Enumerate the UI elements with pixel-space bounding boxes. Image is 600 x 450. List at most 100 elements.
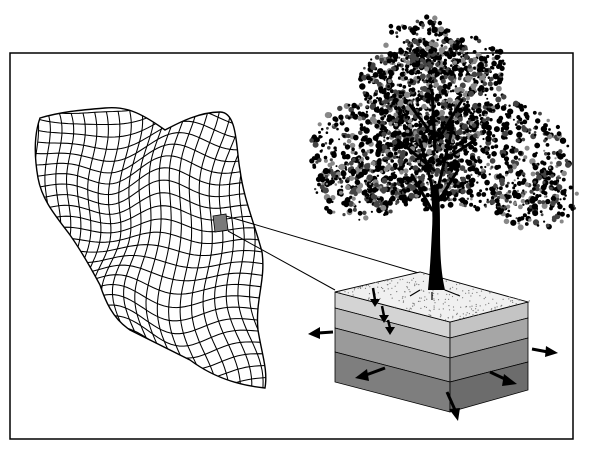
leaf-cluster (494, 49, 500, 54)
leaf-cluster (399, 152, 406, 159)
leaf-cluster (434, 32, 438, 37)
leaf-cluster (457, 51, 462, 56)
leaf-cluster (370, 64, 376, 71)
leaf-cluster (343, 200, 346, 204)
leaf-cluster (394, 126, 398, 130)
leaf-cluster (438, 46, 445, 54)
surface-grain (508, 305, 511, 307)
leaf-cluster (415, 32, 419, 36)
leaf-cluster (325, 178, 330, 183)
leaf-cluster (466, 100, 469, 104)
leaf-cluster (361, 148, 366, 153)
leaf-cluster (509, 214, 512, 217)
leaf-cluster (416, 159, 421, 164)
leaf-cluster (428, 187, 432, 191)
leaf-cluster (522, 213, 527, 218)
surface-grain (456, 283, 458, 286)
surface-grain (453, 309, 455, 311)
leaf-cluster (383, 114, 387, 118)
leaf-cluster (333, 146, 337, 150)
leaf-cluster (404, 76, 408, 81)
leaf-cluster (317, 182, 321, 187)
leaf-cluster (372, 99, 378, 104)
surface-grain (496, 306, 498, 308)
leaf-cluster (412, 67, 416, 71)
leaf-cluster (552, 180, 558, 186)
leaf-cluster (532, 192, 536, 196)
surface-grain (463, 316, 465, 318)
leaf-cluster (531, 203, 538, 210)
leaf-cluster (337, 105, 343, 112)
leaf-cluster (478, 55, 485, 62)
leaf-cluster (450, 60, 453, 62)
leaf-cluster (443, 58, 447, 62)
leaf-cluster (484, 165, 487, 169)
leaf-cluster (520, 180, 526, 185)
leaf-cluster (425, 192, 430, 198)
leaf-cluster (409, 47, 412, 51)
surface-grain (368, 293, 371, 295)
leaf-cluster (461, 88, 465, 92)
surface-grain (465, 314, 467, 316)
mesh-row-line (35, 167, 260, 196)
leaf-cluster (509, 148, 515, 154)
leaf-cluster (335, 174, 339, 178)
leaf-cluster (418, 46, 421, 50)
leaf-cluster (403, 202, 409, 207)
leaf-cluster (442, 61, 448, 66)
leaf-cluster (476, 191, 482, 197)
lateral-arrow-left (308, 327, 334, 339)
surface-grain (440, 313, 442, 315)
leaf-cluster (369, 116, 376, 123)
surface-grain (423, 273, 425, 275)
leaf-cluster (562, 207, 566, 211)
leaf-cluster (348, 106, 355, 113)
leaf-cluster (349, 176, 354, 181)
leaf-cluster (422, 199, 426, 203)
leaf-cluster (486, 198, 489, 201)
leaf-cluster (436, 168, 441, 173)
leaf-cluster (471, 127, 477, 133)
leaf-cluster (372, 199, 376, 203)
leaf-cluster (323, 158, 328, 163)
leaf-cluster (346, 177, 350, 181)
leaf-cluster (574, 191, 579, 196)
leaf-cluster (437, 20, 443, 26)
leaf-cluster (357, 116, 363, 121)
leaf-cluster (408, 177, 412, 181)
leaf-cluster (387, 79, 392, 84)
leaf-cluster (475, 107, 482, 114)
leaf-cluster (500, 208, 505, 213)
leaf-cluster (529, 197, 536, 204)
leaf-cluster (411, 117, 414, 121)
leaf-cluster (441, 88, 447, 95)
leaf-cluster (392, 93, 397, 99)
leaf-cluster (392, 155, 397, 160)
leaf-cluster (420, 86, 425, 91)
leaf-cluster (426, 183, 430, 186)
leaf-cluster (491, 66, 495, 70)
leaf-cluster (518, 150, 523, 156)
surface-grain (428, 314, 430, 316)
surface-grain (478, 314, 480, 316)
surface-grain (479, 295, 481, 297)
leaf-cluster (521, 172, 526, 177)
leaf-cluster (482, 137, 485, 141)
leaf-cluster (467, 64, 472, 69)
leaf-cluster (539, 169, 544, 174)
leaf-cluster (319, 149, 323, 153)
leaf-cluster (551, 150, 556, 155)
leaf-cluster (527, 128, 532, 132)
leaf-cluster (486, 54, 490, 59)
surface-grain (428, 309, 430, 311)
mesh-outline (34, 106, 267, 389)
surface-grain (387, 288, 389, 290)
leaf-cluster (490, 145, 495, 149)
leaf-cluster (379, 54, 384, 58)
leaf-cluster (343, 142, 347, 146)
leaf-cluster (487, 155, 491, 159)
leaf-cluster (566, 144, 570, 148)
leaf-cluster (414, 72, 418, 75)
surface-grain (501, 304, 503, 306)
